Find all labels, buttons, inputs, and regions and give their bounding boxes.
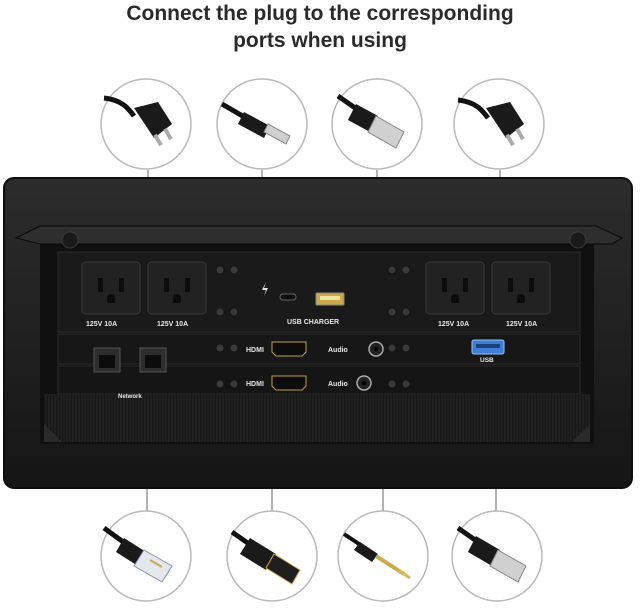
hdmi-label-2: HDMI (246, 381, 264, 388)
audio-label-2: Audio (328, 381, 348, 388)
audio-jack-icon (342, 532, 411, 580)
ac-outlet-2 (147, 261, 207, 315)
hdmi-label-1: HDMI (246, 347, 264, 354)
hinge-knob-left (61, 231, 79, 249)
usb-a-plug-icon (456, 525, 527, 583)
audio-label-1: Audio (328, 347, 348, 354)
lightning-icon (262, 282, 268, 296)
plug-circle-ac-2 (453, 78, 545, 170)
corner-left (44, 424, 62, 442)
module-row-bottom (57, 365, 581, 395)
rj45-plug-icon (102, 525, 173, 583)
rj45-port-1 (93, 347, 121, 373)
hdmi-port-1 (271, 341, 307, 357)
plug-circle-usb-a-bottom (451, 510, 543, 602)
ac-outlet-4 (491, 261, 551, 315)
rj45-port-2 (139, 347, 167, 373)
usb-label: USB (480, 357, 494, 364)
outlet-rating-2: 125V 10A (157, 321, 188, 328)
usb-c-plug-icon (220, 101, 291, 145)
outlet-rating-1: 125V 10A (86, 321, 117, 328)
network-label: Network (118, 394, 142, 400)
mounting-screws (215, 265, 411, 389)
ac-plug-icon (103, 95, 173, 147)
plug-circle-usb-c (216, 78, 308, 170)
heading-line-1: Connect the plug to the corresponding (126, 2, 514, 25)
ac-outlet-1 (81, 261, 141, 315)
usb-charger-module (262, 282, 345, 306)
plug-circle-audio (337, 510, 429, 602)
heading-line-2: ports when using (233, 29, 407, 52)
hdmi-plug-icon (230, 529, 301, 585)
usb-a-plug-icon (336, 93, 405, 149)
hdmi-port-2 (271, 375, 307, 391)
corner-right (572, 424, 590, 442)
plug-circle-usb-a-top (331, 78, 423, 170)
outlet-rating-3: 125V 10A (438, 321, 469, 328)
hinge-knob-right (569, 231, 587, 249)
usb-charger-label: USB CHARGER (287, 319, 339, 326)
lid-hinge (14, 225, 624, 245)
plug-circle-ac-1 (100, 78, 192, 170)
brush-strip (44, 394, 590, 442)
usb-c-port (279, 293, 297, 301)
ac-outlet-3 (425, 261, 485, 315)
ac-plug-icon (457, 97, 525, 147)
plug-circle-hdmi (226, 510, 318, 602)
outlet-rating-4: 125V 10A (506, 321, 537, 328)
plug-circle-rj45 (100, 510, 192, 602)
